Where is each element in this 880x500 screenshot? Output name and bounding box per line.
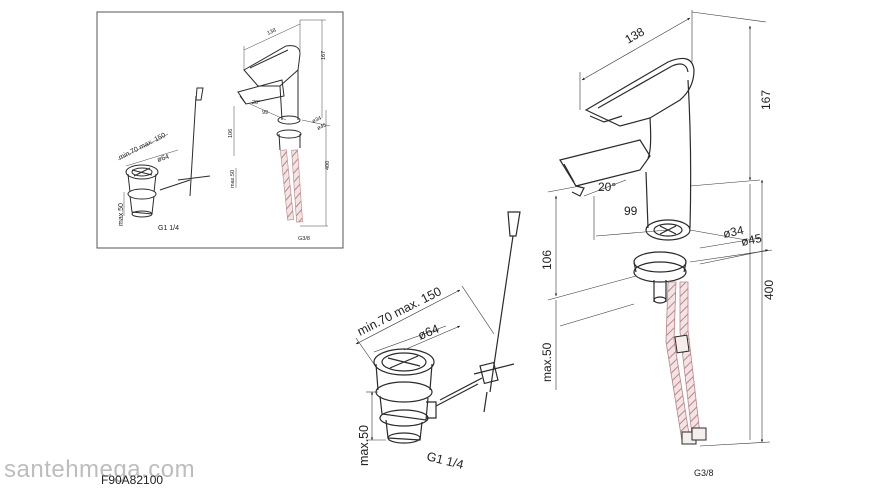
inset-label-20deg: 20° <box>252 100 260 106</box>
main-drain-d64: ø64 <box>416 322 441 343</box>
inset-label-max50: max.50 <box>230 170 236 188</box>
main-drain-dimensions <box>355 285 495 441</box>
main-faucet <box>559 57 695 304</box>
main-label-99: 99 <box>624 204 638 218</box>
main-label-106: 106 <box>540 250 554 270</box>
inset-label-167: 167 <box>321 51 327 60</box>
main-drain-max50: max.50 <box>357 425 371 466</box>
inset-drain-dimensions <box>117 133 179 216</box>
inset-frame <box>96 11 344 249</box>
inset-label-d34: ø34 <box>311 115 322 124</box>
main-drain-g114: G1 1/4 <box>425 449 465 472</box>
inset-drain <box>125 87 211 218</box>
inset-drain-max50: max.50 <box>118 203 125 226</box>
main-label-400: 400 <box>762 280 776 300</box>
inset-label-400: 400 <box>325 161 331 170</box>
inset-panel: 138 167 20° 99 ø34 ø45 106 400 max.50 G3… <box>96 11 344 249</box>
inset-dimensions <box>233 19 331 227</box>
main-label-138: 138 <box>623 24 648 46</box>
product-code: F90A82100 <box>101 473 164 487</box>
inset-label-g38: G3/8 <box>298 236 310 242</box>
main-label-167: 167 <box>759 90 773 110</box>
watermark: santehmega.com <box>4 456 196 483</box>
inset-drain-g114: G1 1/4 <box>158 225 179 232</box>
inset-label-138: 138 <box>266 28 277 37</box>
inset-faucet <box>237 45 302 151</box>
main-hoses <box>665 281 707 445</box>
inset-drain-d64: ø64 <box>156 153 170 163</box>
main-label-d45: ø45 <box>740 231 763 249</box>
main-dimensions <box>547 10 773 447</box>
main-label-d34: ø34 <box>722 223 745 241</box>
inset-label-99: 99 <box>262 110 268 116</box>
inset-label-106: 106 <box>228 129 234 138</box>
main-drain <box>373 211 521 444</box>
main-label-g38: G3/8 <box>694 468 714 478</box>
main-label-20deg: 20° <box>598 180 616 194</box>
main-label-max50: max.50 <box>540 342 554 382</box>
inset-hoses <box>280 149 303 223</box>
inset-label-d45: ø45 <box>316 122 327 131</box>
